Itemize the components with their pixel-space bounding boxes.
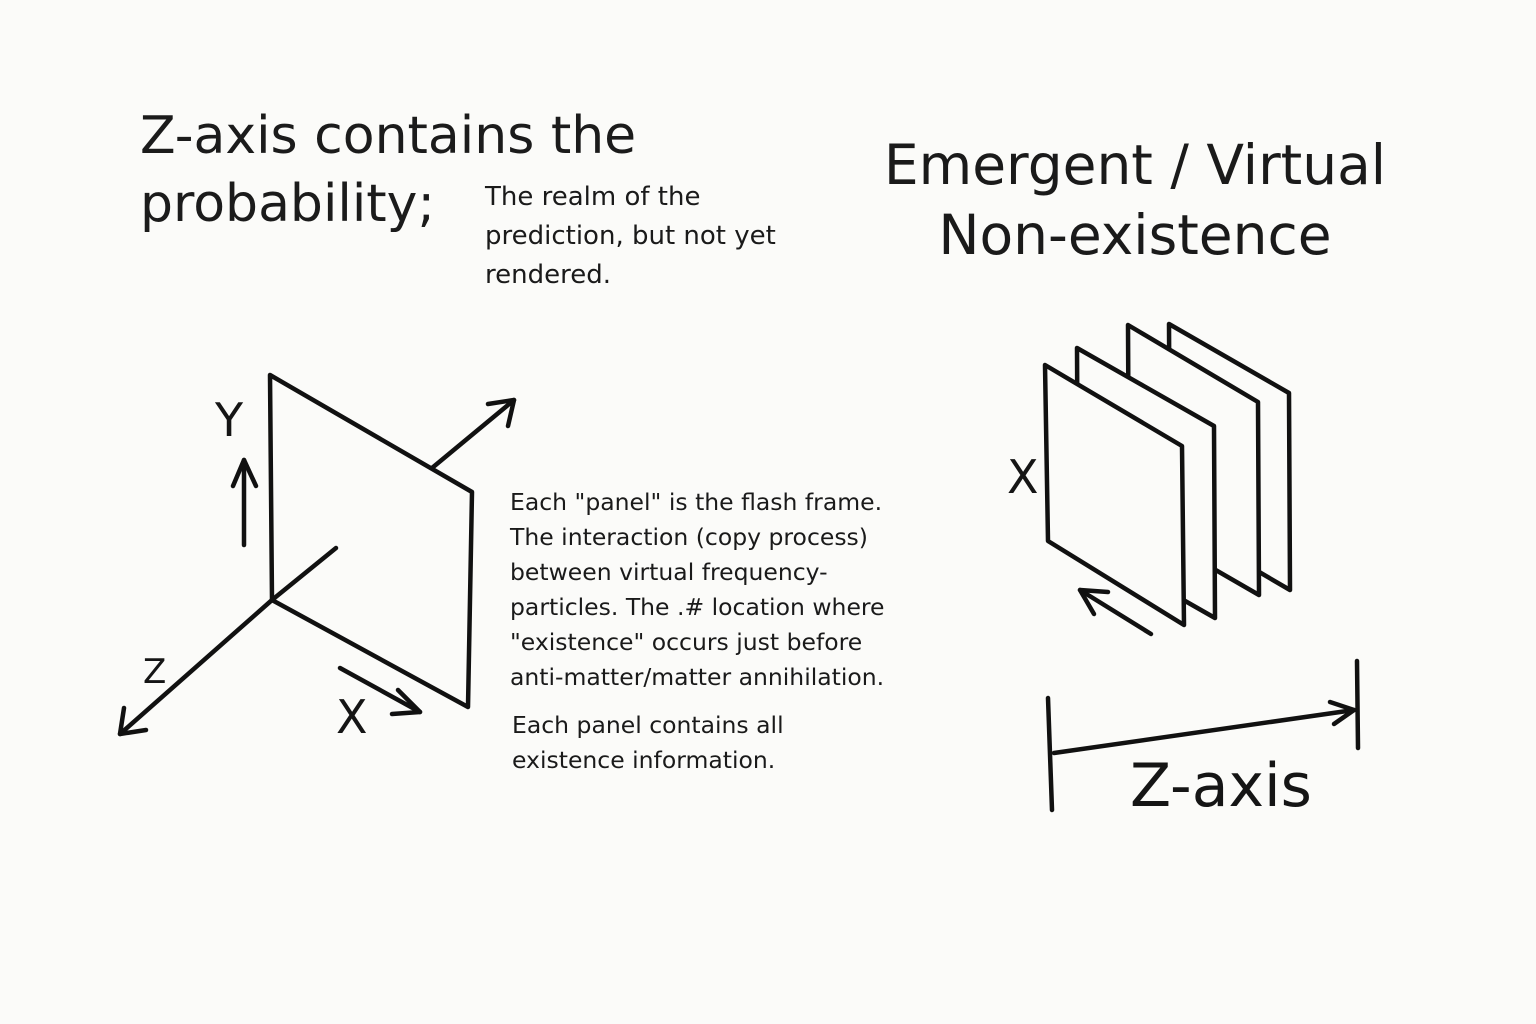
z-axis-inner-line (269, 545, 339, 603)
z-axis-right-bracket (1354, 658, 1361, 751)
z-axis-caption: Z-axis (1130, 751, 1312, 821)
stack-x-label: X (1007, 450, 1039, 504)
x-arrowhead (389, 687, 423, 717)
panel-frame (267, 372, 475, 710)
y-arrowhead (230, 457, 259, 489)
stacked-panels-figure: X Z-axis (1007, 321, 1361, 821)
panel-information-note: Each panel contains all existence inform… (512, 711, 784, 774)
z-axis-label: Z (143, 652, 166, 692)
z-axis-left-bracket (1045, 695, 1055, 813)
right-title: Emergent / Virtual Non-existence (883, 133, 1387, 267)
panel-description: Each "panel" is the flash frame. The int… (510, 488, 885, 691)
z-axis-line (117, 597, 275, 737)
depth-arrowhead (485, 397, 517, 429)
x-arrow-line (337, 665, 423, 715)
prediction-note: The realm of the prediction, but not yet… (485, 182, 776, 290)
depth-arrow-line (429, 397, 517, 471)
z-axis-measure-arrowhead (1327, 699, 1357, 727)
single-panel-figure: Y Z X (117, 372, 517, 744)
panel-1 (1042, 362, 1187, 628)
panel-stack-arrowhead (1077, 587, 1111, 617)
x-axis-label: X (336, 690, 368, 744)
y-axis-label: Y (214, 393, 244, 447)
z-axis-arrowhead (117, 705, 149, 737)
left-title: Z-axis contains the probability; (140, 106, 637, 234)
panel-stack-arrow-line (1077, 587, 1154, 637)
z-axis-measure-line (1051, 707, 1357, 756)
